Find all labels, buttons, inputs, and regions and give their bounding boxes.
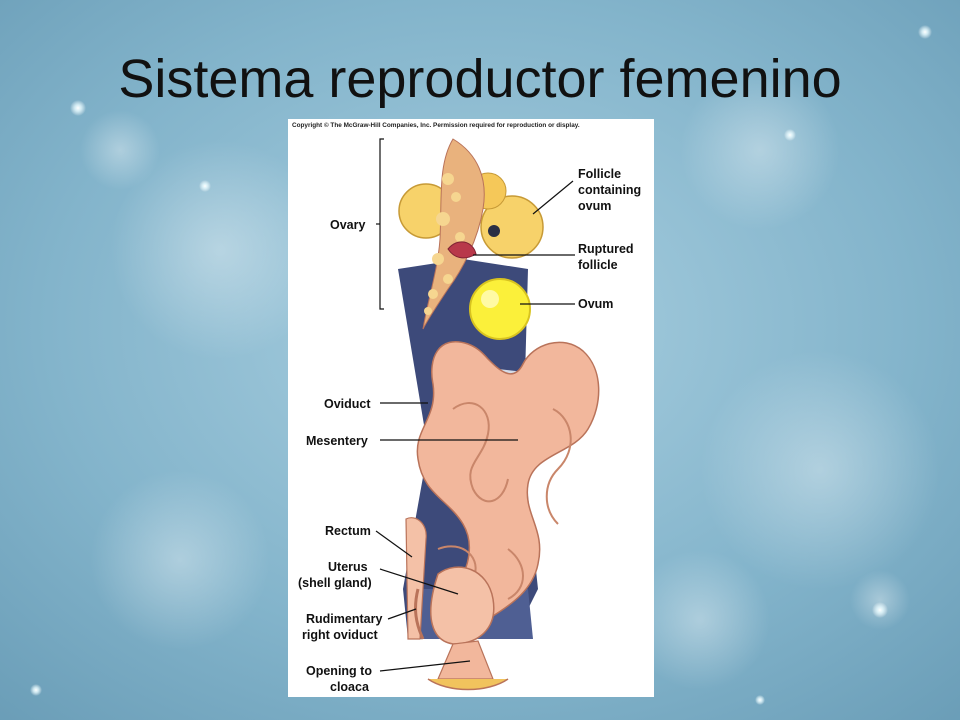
anatomy-illustration <box>398 138 600 691</box>
bokeh-circles <box>80 70 940 690</box>
slide-title: Sistema reproductor femenino <box>118 49 842 109</box>
label-mesentery: Mesentery <box>306 434 368 448</box>
labels: Ovary Follicle containing ovum Ruptured … <box>298 138 641 694</box>
label-follicle-1: Follicle <box>578 167 621 181</box>
label-ruptured-2: follicle <box>578 258 618 272</box>
label-follicle-2: containing <box>578 183 641 197</box>
label-uterus-1: Uterus <box>328 560 368 574</box>
label-rudimentary-2: right oviduct <box>302 628 379 642</box>
label-follicle-3: ovum <box>578 199 611 213</box>
label-oviduct: Oviduct <box>324 397 371 411</box>
label-rudimentary-1: Rudimentary <box>306 612 382 626</box>
copyright-notice: Copyright © The McGraw-Hill Companies, I… <box>292 121 580 129</box>
label-uterus-2: (shell gland) <box>298 576 372 590</box>
label-ovum: Ovum <box>578 297 613 311</box>
reproductive-system-figure: Copyright © The McGraw-Hill Companies, I… <box>288 119 654 697</box>
label-rectum: Rectum <box>325 524 371 538</box>
ovary-cluster <box>398 138 544 330</box>
label-ovary: Ovary <box>330 218 365 232</box>
sparkles <box>30 25 932 705</box>
label-ruptured-1: Ruptured <box>578 242 634 256</box>
label-opening-2: cloaca <box>330 680 370 694</box>
label-opening-1: Opening to <box>306 664 372 678</box>
